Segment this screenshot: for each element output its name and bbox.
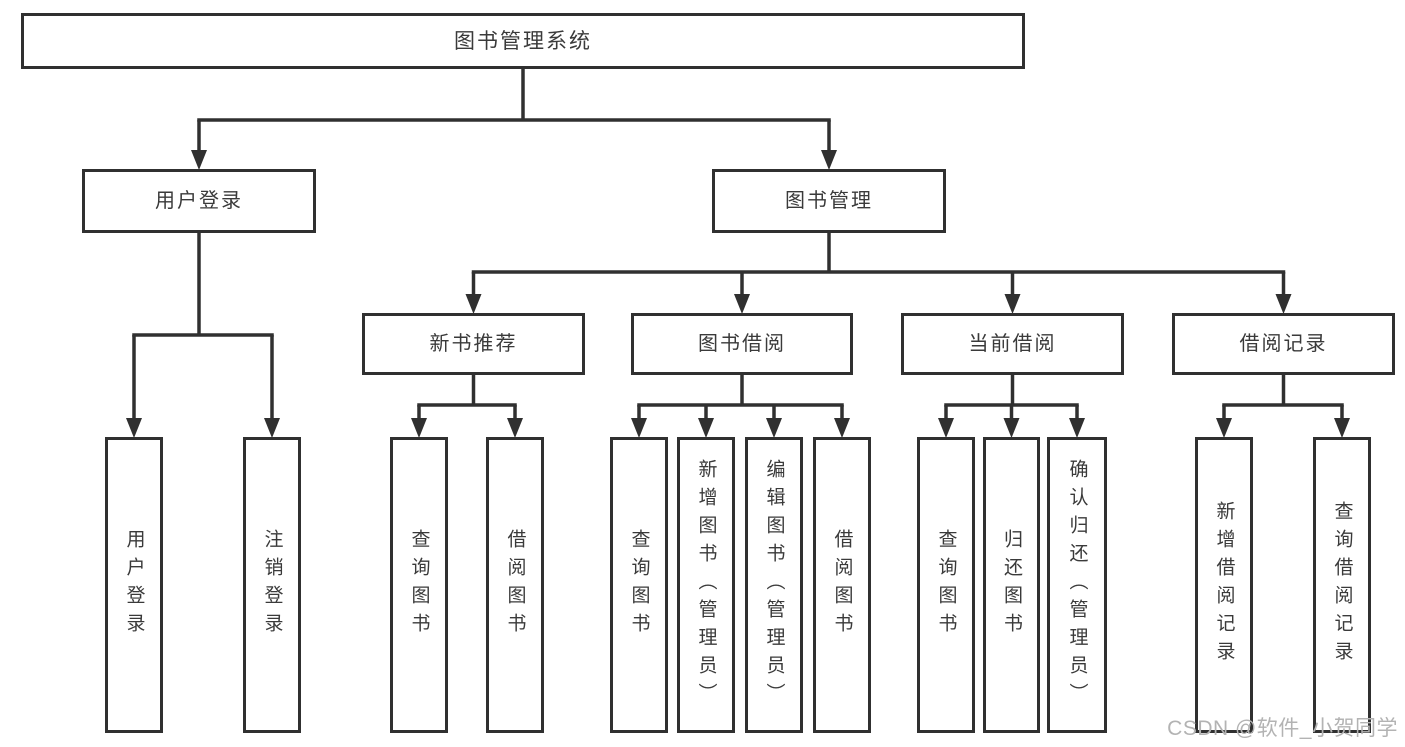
node-leaf-query-books-3: 查询图书 <box>917 437 975 733</box>
node-leaf-borrow-books-2: 借阅图书 <box>813 437 871 733</box>
node-leaf-return-books: 归还图书 <box>983 437 1040 733</box>
watermark-text: CSDN @软件_小贺同学 <box>1167 717 1398 740</box>
node-leaf-query-books-2: 查询图书 <box>610 437 668 733</box>
node-leaf-borrow-books-1: 借阅图书 <box>486 437 544 733</box>
node-current-borrow: 当前借阅 <box>901 313 1124 375</box>
node-leaf-query-books-1: 查询图书 <box>390 437 448 733</box>
node-leaf-edit-books-admin: 编辑图书（管理员） <box>745 437 803 733</box>
node-borrow-records: 借阅记录 <box>1172 313 1395 375</box>
node-leaf-logout: 注销登录 <box>243 437 301 733</box>
node-user-login: 用户登录 <box>82 169 316 233</box>
node-leaf-query-borrow-record: 查询借阅记录 <box>1313 437 1371 733</box>
node-leaf-add-borrow-record: 新增借阅记录 <box>1195 437 1253 733</box>
node-book-mgmt: 图书管理 <box>712 169 946 233</box>
node-leaf-add-books-admin: 新增图书（管理员） <box>677 437 735 733</box>
node-new-book-rec: 新书推荐 <box>362 313 585 375</box>
node-leaf-confirm-return: 确认归还（管理员） <box>1047 437 1107 733</box>
node-root: 图书管理系统 <box>21 13 1025 69</box>
node-book-borrow: 图书借阅 <box>631 313 853 375</box>
node-leaf-user-login: 用户登录 <box>105 437 163 733</box>
